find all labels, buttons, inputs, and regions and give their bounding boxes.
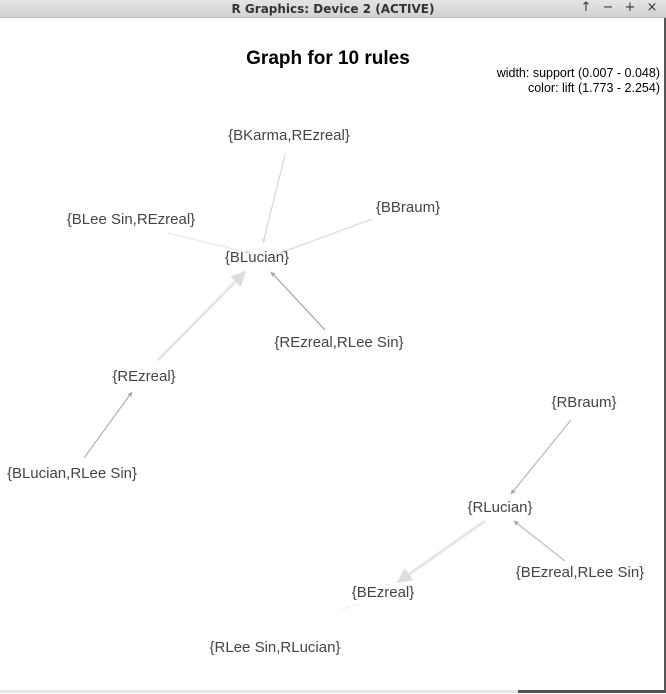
- node-rezreal-rlee: {REzreal,RLee Sin}: [274, 334, 403, 351]
- close-button[interactable]: ×: [646, 0, 658, 15]
- graph-nodes: {BKarma,REzreal} {BBraum} {BLee Sin,REzr…: [7, 127, 644, 656]
- window-right-border: [664, 18, 666, 693]
- window-titlebar[interactable]: R Graphics: Device 2 (ACTIVE) ↑ − + ×: [0, 0, 666, 18]
- window-bottom-border: [0, 690, 666, 693]
- edge-bkarma-blucian: [261, 154, 286, 244]
- graph-plot: Graph for 10 rules width: support (0.007…: [7, 48, 660, 656]
- edge-rezreal-blucian: [156, 270, 247, 362]
- legend-color: color: lift (1.773 - 2.254): [528, 81, 660, 95]
- edge-bbraum-blucian: [279, 218, 373, 254]
- node-rlucian: {RLucian}: [467, 499, 532, 516]
- edge-rezrealrlee-blucian: [270, 271, 326, 331]
- node-blucian-rlee: {BLucian,RLee Sin}: [7, 465, 137, 482]
- window-title: R Graphics: Device 2 (ACTIVE): [231, 2, 435, 16]
- node-rlee-rlucian: {RLee Sin,RLucian}: [210, 639, 341, 656]
- edge-rleerlucian-bezreal: [337, 603, 359, 612]
- legend-width: width: support (0.007 - 0.048): [496, 66, 660, 80]
- node-bbraum: {BBraum}: [376, 199, 440, 216]
- node-blucian: {BLucian}: [225, 249, 289, 266]
- node-blee-rezreal: {BLee Sin,REzreal}: [67, 211, 195, 228]
- edge-rbraum-rlucian: [510, 419, 572, 495]
- raise-window-button[interactable]: ↑: [580, 0, 592, 15]
- node-rezreal: {REzreal}: [112, 368, 175, 385]
- node-rbraum: {RBraum}: [551, 394, 616, 411]
- node-bezreal: {BEzreal}: [352, 584, 415, 601]
- minimize-button[interactable]: −: [602, 0, 614, 15]
- edge-bezrealrlee-rlucian: [513, 520, 566, 562]
- node-bezreal-rlee: {BEzreal,RLee Sin}: [516, 564, 644, 581]
- node-bkarma-rezreal: {BKarma,REzreal}: [228, 127, 350, 144]
- edge-blee-blucian: [167, 232, 251, 255]
- plot-canvas: Graph for 10 rules width: support (0.007…: [0, 18, 664, 690]
- graph-edges: [83, 154, 572, 612]
- edge-rlucian-bezreal: [396, 519, 486, 584]
- maximize-button[interactable]: +: [624, 0, 636, 15]
- plot-title: Graph for 10 rules: [246, 48, 410, 69]
- edge-blucianrlee-rezreal: [83, 391, 133, 459]
